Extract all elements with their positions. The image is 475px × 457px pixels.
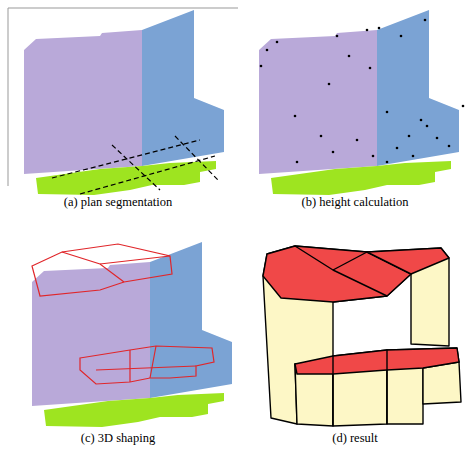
panel-d (263, 246, 461, 426)
panel-b (259, 10, 464, 195)
roof-outlines (32, 244, 214, 384)
frame-line (8, 8, 238, 9)
segmentation-lines (52, 136, 218, 194)
panel-c (32, 242, 232, 427)
panel-caption: (d) result (332, 431, 377, 446)
panel-caption: (c) 3D shaping (81, 431, 155, 446)
panel-caption: (a) plan segmentation (64, 195, 172, 210)
panel-caption: (b) height calculation (302, 195, 409, 210)
frame-line (8, 8, 9, 186)
panel-a (8, 8, 238, 195)
height-points (260, 19, 465, 164)
